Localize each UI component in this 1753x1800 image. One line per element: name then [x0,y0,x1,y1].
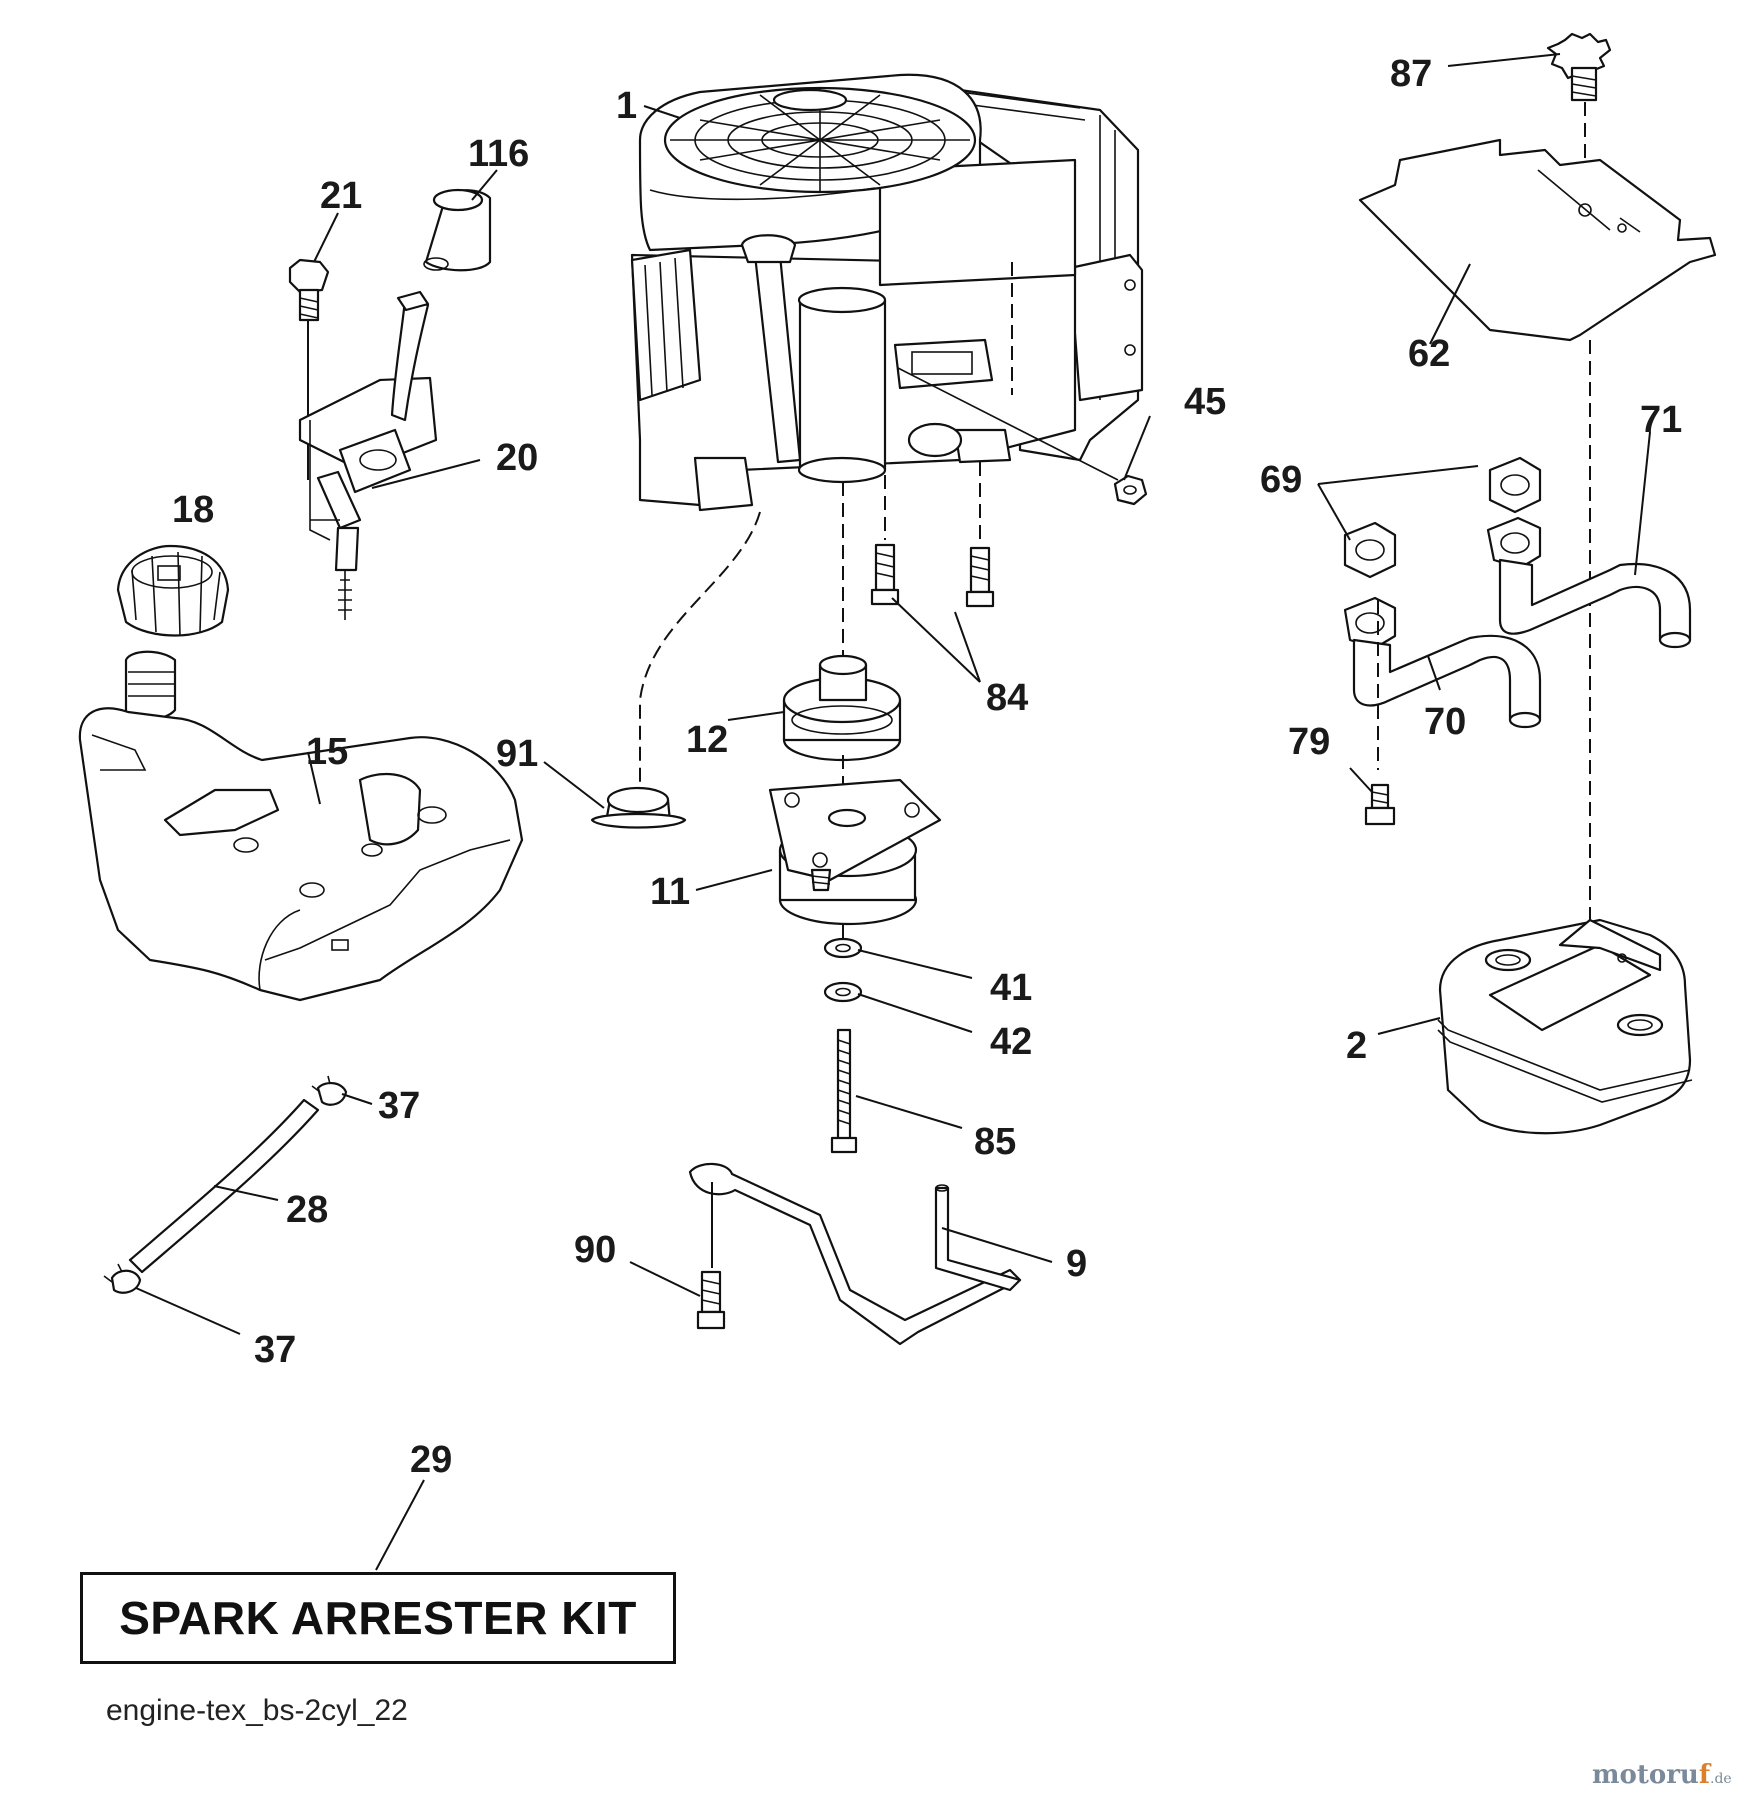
pulley-12 [782,654,902,762]
callout-84: 84 [986,677,1028,719]
callout-20: 20 [496,437,538,479]
callout-45: 45 [1184,381,1226,423]
callout-15: 15 [306,731,348,773]
throttle-control-20 [298,290,438,620]
callout-37-upper: 37 [378,1085,420,1127]
callout-28: 28 [286,1189,328,1231]
bolt-79 [1364,783,1396,826]
pto-clutch-11 [768,778,942,926]
callout-2: 2 [1346,1025,1367,1067]
callout-116: 116 [468,133,529,175]
gasket-69-lower [1343,521,1397,579]
bolt-84-left [870,543,900,606]
nut-45 [1113,474,1148,506]
exhaust-pipe-70 [1343,596,1542,729]
callout-numbers: 1 87 62 116 21 20 45 69 71 18 15 84 12 9… [172,53,1682,1481]
site-watermark: motoruf.de [1592,1760,1732,1790]
callout-9: 9 [1066,1243,1087,1285]
callout-21: 21 [320,175,362,217]
spark-arrester-kit-box: SPARK ARRESTER KIT [80,1572,676,1664]
watermark-main: motoru [1592,1760,1699,1790]
fuel-tank-15 [78,650,524,1002]
leader-lines [135,53,1651,1571]
callout-87: 87 [1390,53,1432,95]
spark-arrester-kit-label: SPARK ARRESTER KIT [119,1592,637,1644]
callout-90: 90 [574,1229,616,1271]
exhaust-pipe-71 [1486,516,1692,649]
callout-71: 71 [1640,399,1682,441]
engine-assembly [630,73,1144,512]
callout-29: 29 [410,1439,452,1481]
callout-62: 62 [1408,333,1450,375]
watermark-domain: .de [1710,1771,1732,1787]
watermark-accent: f [1698,1760,1710,1790]
callout-1: 1 [616,85,637,127]
hose-clamp-37-lower [103,1263,142,1294]
washer-42 [823,981,863,1003]
bolt-84-right [965,546,995,608]
diagram-code: engine-tex_bs-2cyl_22 [106,1694,408,1727]
callout-69: 69 [1260,459,1302,501]
heat-shield-62 [1358,138,1717,342]
bolt-90 [696,1270,726,1330]
callout-12: 12 [686,719,728,761]
callout-11: 11 [650,871,690,913]
hose-clamp-37-upper [311,1075,348,1106]
callout-85: 85 [974,1121,1016,1163]
callout-42: 42 [990,1021,1032,1063]
knob-116 [423,188,492,272]
gasket-69-upper [1488,456,1542,514]
bushing-91 [590,786,687,829]
bolt-85 [830,1028,858,1154]
callout-79: 79 [1288,721,1330,763]
callout-91: 91 [496,733,538,775]
fuel-hose-28 [128,1098,320,1274]
bolt-21 [288,258,330,322]
callout-70: 70 [1424,701,1466,743]
callout-41: 41 [990,967,1032,1009]
fuel-cap-18 [116,544,230,637]
bolt-87 [1546,32,1612,102]
washer-41 [823,937,863,959]
callout-18: 18 [172,489,214,531]
muffler-2 [1437,918,1693,1135]
callout-37-lower: 37 [254,1329,296,1371]
support-rod-9 [688,1162,1022,1346]
